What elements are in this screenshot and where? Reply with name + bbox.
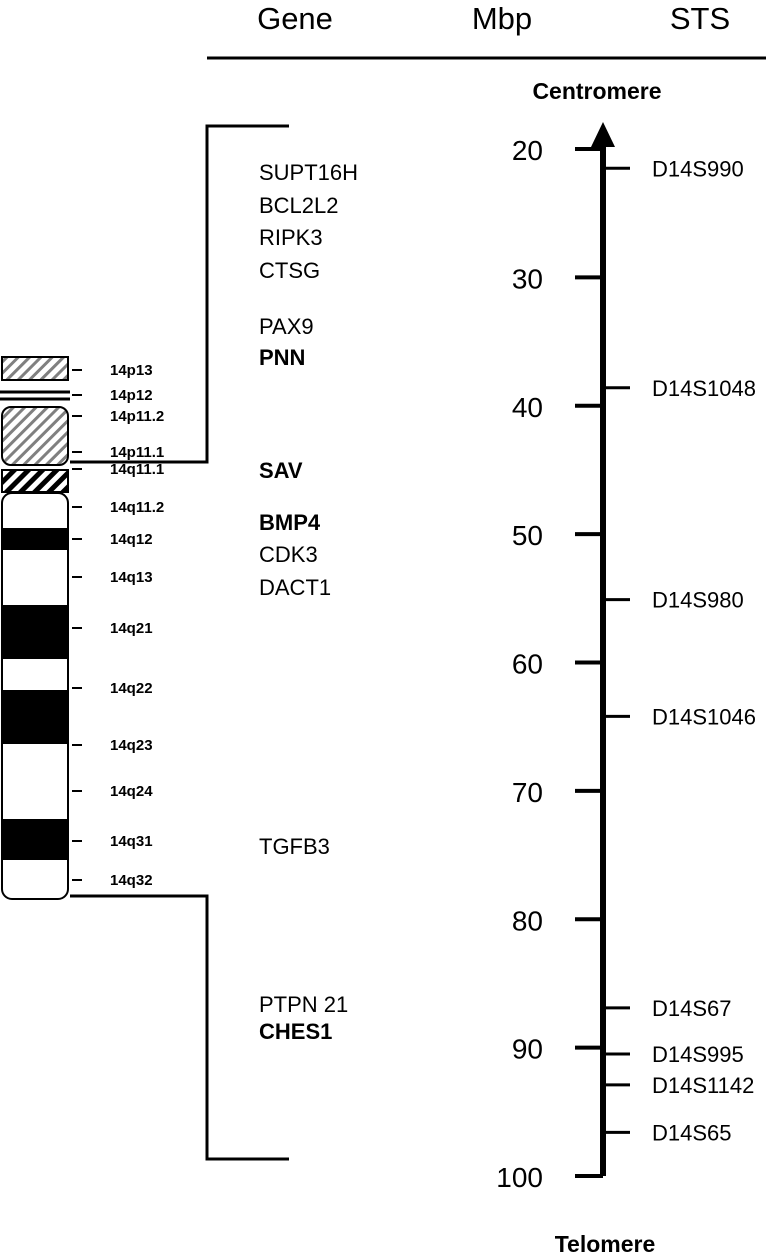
band-14p13-block xyxy=(1,356,69,381)
band-label: 14q12 xyxy=(110,531,153,548)
centromere-label: Centromere xyxy=(532,78,661,104)
gene-label: BCL2L2 xyxy=(259,193,339,218)
sts-marker-label: D14S980 xyxy=(652,588,744,613)
mbp-tick-label: 80 xyxy=(512,905,543,936)
centromere-arrowhead xyxy=(591,122,615,147)
band-label: 14p11.2 xyxy=(110,408,164,425)
gene-label: PAX9 xyxy=(259,314,314,339)
band-14q12-dark xyxy=(2,528,68,550)
sts-column-header: STS xyxy=(670,1,730,36)
sts-marker-label: D14S67 xyxy=(652,996,732,1021)
band-label: 14p11.1 xyxy=(110,444,164,461)
gene-column-header: Gene xyxy=(257,1,333,36)
scale-ticks: 20 30 40 50 60 70 80 90 100 xyxy=(496,135,603,1193)
telomere-label: Telomere xyxy=(555,1231,656,1257)
gene-label: CTSG xyxy=(259,258,320,283)
sts-marker-label: D14S65 xyxy=(652,1120,732,1145)
header: Gene Mbp STS xyxy=(207,1,766,60)
band-14q11.1-centromere xyxy=(1,469,69,493)
gene-label: TGFB3 xyxy=(259,834,330,859)
band-label: 14q11.2 xyxy=(110,499,164,516)
gene-label: SUPT16H xyxy=(259,160,358,185)
mbp-tick-label: 30 xyxy=(512,263,543,294)
zoom-bracket-bottom xyxy=(70,894,289,1161)
mbp-tick-label: 20 xyxy=(512,135,543,166)
sts-marker-label: D14S1046 xyxy=(652,704,756,729)
mbp-tick-label: 40 xyxy=(512,392,543,423)
mbp-tick-label: 90 xyxy=(512,1034,543,1065)
mbp-tick-label: 70 xyxy=(512,777,543,808)
mbp-tick-label: 100 xyxy=(496,1162,543,1193)
sts-marker-label: D14S1048 xyxy=(652,376,756,401)
band-label: 14q31 xyxy=(110,833,153,850)
zoom-bracket-top xyxy=(70,124,289,464)
band-label: 14q13 xyxy=(110,569,153,586)
q-arm-bands xyxy=(2,493,68,899)
gene-label: CDK3 xyxy=(259,542,318,567)
band-label: 14p13 xyxy=(110,362,153,379)
band-label: 14q21 xyxy=(110,620,153,637)
band-14q21-dark xyxy=(2,605,68,659)
mbp-tick-label: 60 xyxy=(512,649,543,680)
band-14q31-dark xyxy=(2,819,68,860)
mbp-column-header: Mbp xyxy=(472,1,532,36)
band-label: 14q22 xyxy=(110,680,153,697)
sts-marker-label: D14S1142 xyxy=(652,1073,754,1098)
sts-marker-label: D14S990 xyxy=(652,156,744,181)
sts-marker-label: D14S995 xyxy=(652,1042,744,1067)
gene-label: DACT1 xyxy=(259,575,331,600)
band-label: 14q23 xyxy=(110,737,153,754)
gene-label: PNN xyxy=(259,345,305,370)
gene-label: SAV xyxy=(259,458,303,483)
band-label: 14q32 xyxy=(110,872,153,889)
gene-label: CHES1 xyxy=(259,1019,332,1044)
band-14p11-block xyxy=(1,406,69,466)
band-label: 14q24 xyxy=(110,783,153,800)
band-label: 14p12 xyxy=(110,387,153,404)
sts-markers: D14S990D14S1048D14S980D14S1046D14S67D14S… xyxy=(603,156,756,1145)
q-arm-outline xyxy=(1,492,69,900)
band-label: 14q11.1 xyxy=(110,461,164,478)
mbp-tick-label: 50 xyxy=(512,520,543,551)
gene-label: PTPN 21 xyxy=(259,992,348,1017)
gene-label: RIPK3 xyxy=(259,225,323,250)
gene-label: BMP4 xyxy=(259,510,321,535)
band-14q23-dark xyxy=(2,690,68,744)
